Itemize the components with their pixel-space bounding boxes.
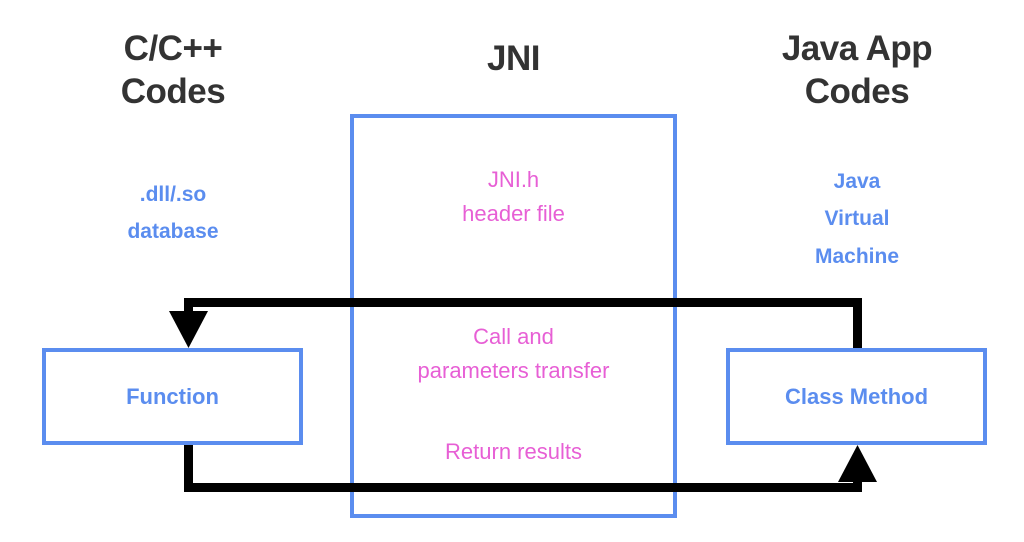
column-title-java-app-codes: Java App Codes <box>781 29 933 111</box>
caption-call-and-parameters-transfer: Call and parameters transfer <box>417 324 610 384</box>
function-box-label: Function <box>126 383 219 409</box>
caption-jni-h-header-file: JNI.h header file <box>462 167 565 227</box>
column-title-jni: JNI <box>487 39 540 78</box>
function-box: Function <box>42 348 303 445</box>
caption-dll-so-database: .dll/.so database <box>127 183 219 244</box>
class-method-box: Class Method <box>726 348 987 445</box>
column-title-c-cpp-codes: C/C++ Codes <box>120 29 226 111</box>
class-method-box-label: Class Method <box>784 383 929 409</box>
caption-return-results: Return results <box>445 439 582 464</box>
caption-java-virtual-machine: Java Virtual Machine <box>814 170 900 268</box>
